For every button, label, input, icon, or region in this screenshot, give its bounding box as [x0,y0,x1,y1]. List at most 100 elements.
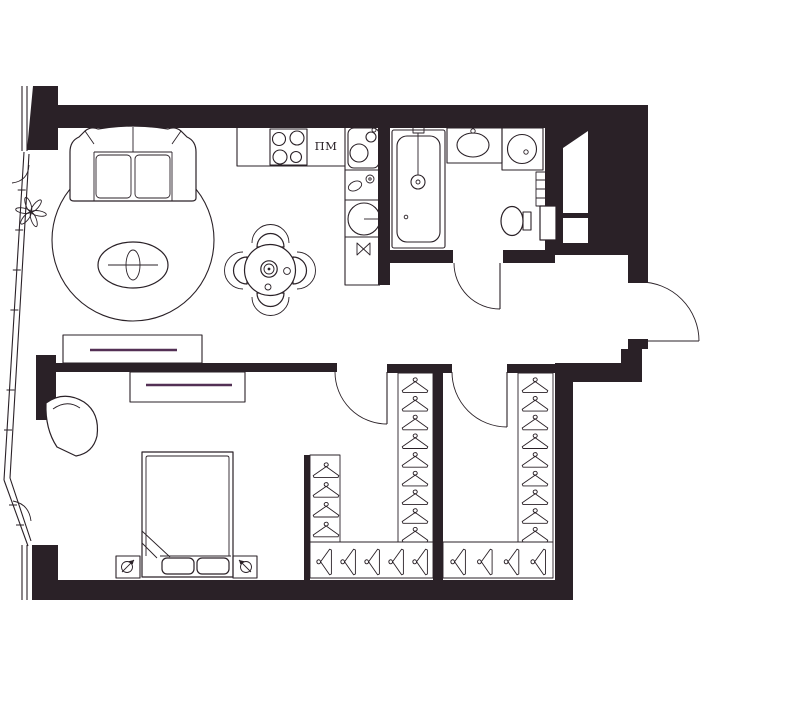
shelf-item-icon [347,180,363,192]
armchair [45,395,99,457]
bathroom-sink [446,127,503,164]
hanger-icon [521,433,549,449]
casement-arc-lower [12,500,32,522]
chair-back-arc [296,251,316,290]
sofa-seat-cushion [134,154,171,199]
nightstand-right [232,555,258,579]
bedroom-bottom-rail-frame [309,541,434,579]
washer-drum [506,133,538,165]
hob-outline [269,128,308,166]
hanger-icon [521,377,549,393]
hanger-icon [530,548,546,576]
living-room [15,125,215,364]
hob-burners [271,130,305,165]
sink-basin [456,132,490,158]
wall-living-bedroom [40,363,337,372]
blanket-fold [141,530,171,559]
post-bottom-left [32,545,58,600]
bathtub-outline [391,129,446,249]
hanger-icon [401,508,429,524]
bay-window [3,86,32,600]
hanger-icon [521,470,549,487]
hanger-icon [521,414,549,431]
toilet-bowl [500,205,524,237]
bedroom-door-arc [334,371,388,425]
hanger-icon [312,462,340,478]
bathroom [391,126,557,249]
sink-unit-outline [347,127,380,169]
wall-closet-top-c [507,364,555,373]
mattress-line [145,455,230,556]
wall-bottom [32,580,573,600]
burner-icon [271,131,287,147]
doors [334,262,700,428]
wall-entry-step [621,349,642,363]
armchair-outline [45,395,99,457]
wall-top [57,105,560,128]
wall-closet-right [555,373,573,600]
faucet-icon [470,128,476,134]
bathtub-inner [396,135,441,243]
hanger-icon [412,548,428,576]
wall-bedroom-partial [304,455,310,580]
wall-bath-bottom-left [390,250,453,263]
kitchen-shelf-items [347,174,375,192]
kitchen-corner-sink [347,127,380,169]
washer-outline [501,127,544,171]
dining-chair-bottom [251,292,290,316]
kitchen-washing-machine [347,202,381,236]
hanger-icon [401,489,429,506]
chair-seat [232,256,248,285]
wall-entry-jamb [628,339,648,349]
cross-symbol [356,242,371,256]
pillow [196,557,230,575]
wall-bath-bottom-right [503,250,555,263]
cup-icon [283,267,291,275]
lamp-arrowhead [239,560,245,565]
bedroom-tv-console [129,371,246,403]
double-bed [141,451,234,578]
entry-door-arc [639,281,700,342]
bathroom-door-arc [453,262,501,310]
bedroom-left-rail-frame [309,454,341,543]
plant-icon [15,196,47,228]
kitchen: ПМ [236,127,381,286]
bedroom-wardrobe-bottom-rail [316,548,428,576]
tv-console-outline [129,371,246,403]
wall-closet-middle [433,364,443,580]
bathroom-cabinet [535,171,547,207]
sink-bowl-small [365,131,377,143]
bathtub [391,126,446,249]
hanger-icon [312,521,340,538]
hanger-icon [312,482,340,498]
window-glazing-lines [3,86,32,600]
hanger-icon [401,377,429,393]
table-items [260,260,291,291]
hanger-icon [312,501,340,518]
chair-seat [256,292,285,308]
teapot-inner [263,263,275,275]
bedroom [45,371,258,579]
bedroom-wardrobe-right-rail [401,377,429,543]
hanger-icon [477,548,493,576]
shelf-item-icon [365,174,375,184]
dining-chair-right [292,251,316,290]
nightstand-outline [232,555,258,579]
wall-hall-slab [555,363,642,382]
plant-leaf [29,211,38,228]
chair-back-arc [251,224,290,244]
kitchen-counter-outline [236,128,380,286]
dining-chair-top [251,224,290,248]
hanger-icon [401,396,429,412]
burner-icon [289,130,305,146]
plant-center [29,210,33,214]
post-top-left [27,86,58,150]
closet-door-arc [451,371,508,428]
burner-icon [289,150,303,164]
shower-head-icon [412,126,425,134]
plant-leaf [24,196,33,213]
sofa-seat-cushion [95,154,132,199]
toilet [500,205,557,241]
